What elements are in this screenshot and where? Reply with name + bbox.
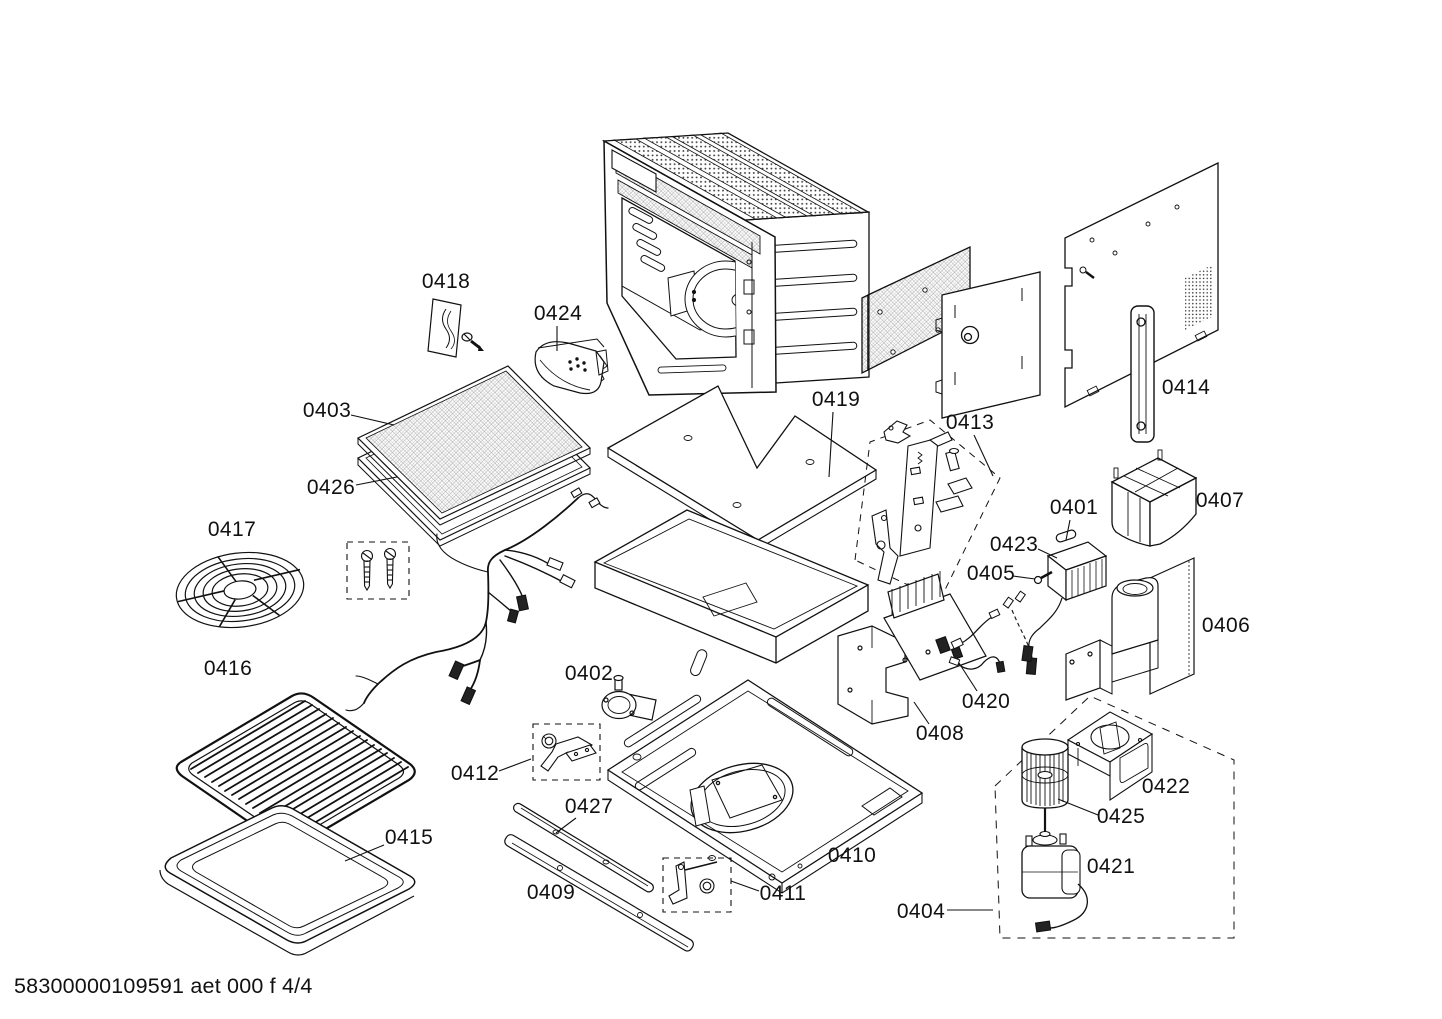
fuse: [1055, 529, 1077, 543]
part-label-0403: 0403: [302, 399, 352, 422]
part-label-0417: 0417: [207, 518, 257, 541]
door-latch-kit: [854, 419, 1001, 601]
mounting-bracket: [837, 625, 909, 725]
leader-line-0423: [1037, 548, 1058, 559]
leader-line-0419: [828, 411, 834, 478]
part-label-0423: 0423: [989, 533, 1039, 556]
bottom-tray: [593, 509, 870, 677]
blower-wheel: [1021, 738, 1069, 809]
part-label-0411: 0411: [759, 882, 807, 905]
part-label-0426: 0426: [306, 476, 356, 499]
leader-line-0411: [730, 880, 760, 892]
leader-line-0403: [350, 414, 395, 426]
screw-icon: [461, 332, 484, 351]
leader-line-0415: [344, 844, 385, 862]
leader-line-0420: [958, 662, 978, 692]
part-label-0408: 0408: [915, 722, 965, 745]
part-label-0421: 0421: [1086, 855, 1136, 878]
glass-plate-upper: [356, 365, 592, 526]
small-screw: [1033, 570, 1053, 585]
part-label-0420: 0420: [961, 690, 1011, 713]
part-label-0401: 0401: [1049, 496, 1099, 519]
oven-cavity: [587, 132, 871, 396]
part-label-0418: 0418: [421, 270, 471, 293]
fan-motor: [1021, 808, 1088, 933]
base-panel: [606, 679, 924, 894]
part-label-0412: 0412: [450, 762, 500, 785]
lamp-cover: [534, 338, 609, 395]
leader-line-0401: [1065, 519, 1071, 541]
leader-line-0408: [913, 701, 930, 725]
part-label-0402: 0402: [564, 662, 614, 685]
bracket-kit-0412: [532, 723, 601, 781]
part-label-0413: 0413: [945, 411, 995, 434]
part-label-0419: 0419: [811, 388, 861, 411]
screw-kit: [346, 541, 410, 600]
part-label-0406: 0406: [1201, 614, 1251, 637]
part-label-0427: 0427: [564, 795, 614, 818]
fan-grille: [175, 551, 305, 629]
wiring-harness: [345, 487, 609, 712]
bracket-kit-0411: [662, 857, 732, 913]
trim-strip-0409: [504, 834, 694, 952]
leader-line-0413: [973, 434, 994, 477]
fan-assembly: [994, 695, 1235, 939]
leader-line-0405: [1012, 575, 1036, 580]
power-module: [883, 571, 1006, 681]
part-label-0409: 0409: [526, 881, 576, 904]
leader-lines: [344, 326, 1099, 911]
mica-cover: [427, 298, 484, 358]
air-duct: [1065, 557, 1195, 701]
part-label-0405: 0405: [966, 562, 1016, 585]
fan-bracket: [1066, 711, 1154, 802]
leader-line-0412: [498, 758, 532, 772]
trim-strip-vertical: [1130, 305, 1155, 443]
part-label-0425: 0425: [1096, 805, 1146, 828]
part-label-0410: 0410: [827, 844, 877, 867]
turntable-motor: [601, 674, 657, 721]
part-label-0404: 0404: [896, 900, 946, 923]
back-panel: [1064, 161, 1219, 443]
part-label-0414: 0414: [1161, 376, 1211, 399]
part-label-0424: 0424: [533, 302, 583, 325]
cover-box: [1110, 449, 1198, 547]
leader-line-0426: [355, 476, 398, 486]
part-label-0422: 0422: [1141, 775, 1191, 798]
transformer-group: [950, 529, 1108, 675]
side-panel: [935, 271, 1041, 419]
cable: [1002, 590, 1038, 675]
part-label-0407: 0407: [1195, 489, 1245, 512]
document-code: 58300000109591 aet 000 f 4/4: [14, 974, 313, 998]
leader-line-0425: [1057, 798, 1099, 816]
cable: [950, 608, 1001, 650]
screw-icon: [360, 549, 374, 592]
trim-strip-0427: [513, 802, 654, 893]
leader-line-0427: [555, 817, 577, 834]
insulation-panel: [861, 245, 971, 375]
part-label-0416: 0416: [203, 657, 253, 680]
part-label-0415: 0415: [384, 826, 434, 849]
baking-tray: [159, 805, 416, 956]
panel-screw: [1079, 266, 1095, 279]
transformer: [1021, 541, 1108, 663]
screw-icon: [383, 547, 397, 590]
